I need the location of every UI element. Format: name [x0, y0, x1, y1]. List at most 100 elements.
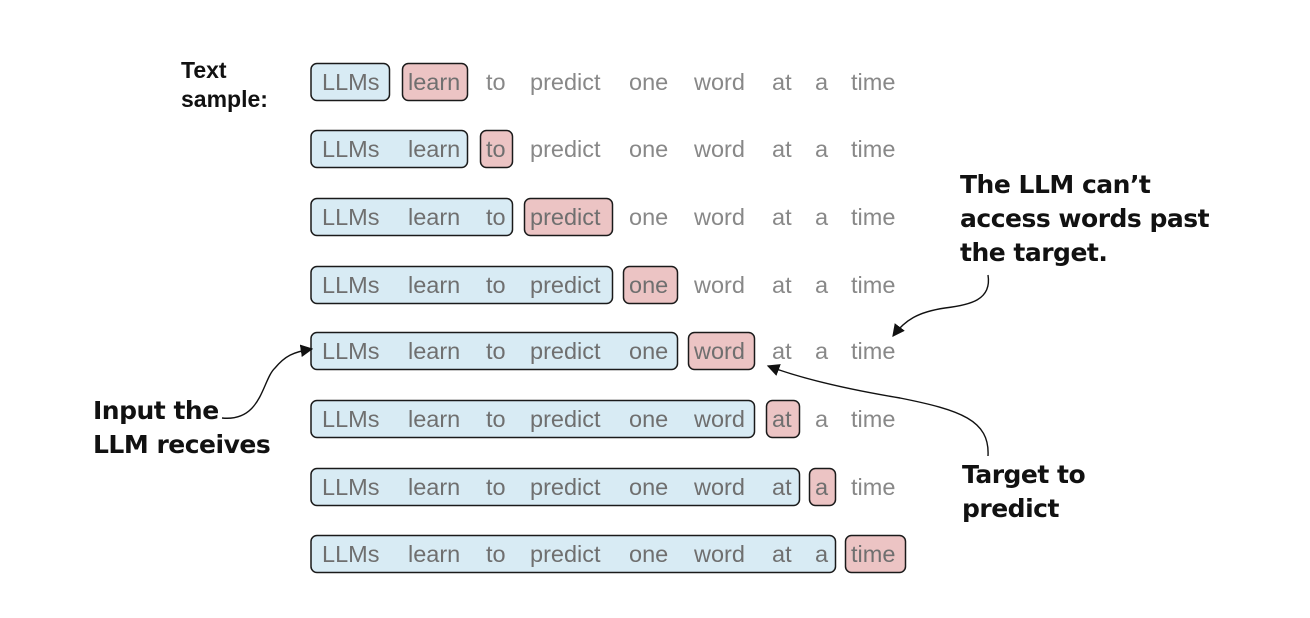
- callout-target: Target to predict: [962, 458, 1086, 526]
- token-word: one: [629, 474, 668, 500]
- token-word: to: [486, 272, 506, 298]
- token-word: time: [851, 136, 895, 162]
- token-word: predict: [530, 474, 601, 500]
- token-word: a: [815, 338, 829, 364]
- token-word: to: [486, 136, 506, 162]
- token-word: predict: [530, 272, 601, 298]
- token-word: learn: [408, 69, 460, 95]
- input-box: [310, 265, 614, 305]
- target-box: [687, 331, 756, 371]
- target-box: [401, 62, 469, 102]
- token-word: one: [629, 338, 668, 364]
- token-word: word: [693, 136, 745, 162]
- callout-input-line-1: Input the: [93, 396, 219, 425]
- token-word: learn: [408, 338, 460, 364]
- token-word: at: [772, 204, 792, 230]
- callout-target-line-1: Target to: [962, 460, 1086, 489]
- callout-llm-line-1: The LLM can’t: [960, 170, 1151, 199]
- token-word: word: [693, 272, 745, 298]
- token-word: at: [772, 272, 792, 298]
- token-word: LLMs: [322, 69, 379, 95]
- token-word: learn: [408, 406, 460, 432]
- input-box: [310, 129, 469, 169]
- input-box: [310, 62, 391, 102]
- token-word: word: [693, 406, 745, 432]
- token-word: predict: [530, 406, 601, 432]
- token-word: one: [629, 272, 668, 298]
- token-word: to: [486, 338, 506, 364]
- token-word: to: [486, 474, 506, 500]
- callout-llm-line-3: the target.: [960, 238, 1108, 267]
- token-word: word: [693, 338, 745, 364]
- token-word: LLMs: [322, 474, 379, 500]
- input-box: [310, 399, 756, 439]
- token-word: at: [772, 474, 792, 500]
- token-word: time: [851, 406, 895, 432]
- input-box: [310, 197, 514, 237]
- token-word: LLMs: [322, 272, 379, 298]
- callout-target-line-2: predict: [962, 494, 1059, 523]
- token-word: time: [851, 272, 895, 298]
- token-word: word: [693, 204, 745, 230]
- token-word: at: [772, 338, 792, 364]
- llm-cant-arrow: [892, 274, 990, 338]
- target-box: [808, 467, 837, 507]
- token-word: word: [693, 474, 745, 500]
- input-arrow: [221, 344, 314, 419]
- token-word: LLMs: [322, 541, 379, 567]
- target-arrow: [766, 364, 989, 457]
- token-word: a: [815, 474, 829, 500]
- token-word: to: [486, 69, 506, 95]
- callout-llm-cant-access: The LLM can’t access words past the targ…: [960, 168, 1210, 270]
- token-word: time: [851, 204, 895, 230]
- token-word: one: [629, 406, 668, 432]
- token-word: a: [815, 204, 829, 230]
- token-word: learn: [408, 272, 460, 298]
- token-word: a: [815, 541, 829, 567]
- token-word: predict: [530, 136, 601, 162]
- token-word: word: [693, 69, 745, 95]
- token-word: a: [815, 136, 829, 162]
- input-box: [310, 467, 801, 507]
- token-word: learn: [408, 204, 460, 230]
- token-word: time: [851, 338, 895, 364]
- token-word: one: [629, 136, 668, 162]
- callout-input: Input the LLM receives: [93, 394, 271, 462]
- token-word: one: [629, 204, 668, 230]
- token-word: learn: [408, 541, 460, 567]
- token-word: LLMs: [322, 338, 379, 364]
- token-word: at: [772, 136, 792, 162]
- input-box: [310, 534, 837, 574]
- token-word: learn: [408, 136, 460, 162]
- target-box: [844, 534, 907, 574]
- token-word: time: [851, 541, 895, 567]
- target-box: [523, 197, 614, 237]
- target-box: [479, 129, 514, 169]
- token-word: LLMs: [322, 204, 379, 230]
- token-word: a: [815, 272, 829, 298]
- text-sample-label-line-2: sample:: [181, 86, 268, 112]
- token-word: word: [693, 541, 745, 567]
- token-word: learn: [408, 474, 460, 500]
- token-word: one: [629, 69, 668, 95]
- token-word: to: [486, 541, 506, 567]
- token-word: at: [772, 69, 792, 95]
- token-word: predict: [530, 204, 601, 230]
- callout-llm-line-2: access words past: [960, 204, 1210, 233]
- token-word: to: [486, 204, 506, 230]
- token-word: a: [815, 69, 829, 95]
- text-sample-label: Text sample:: [181, 56, 268, 114]
- callout-input-line-2: LLM receives: [93, 430, 271, 459]
- token-word: a: [815, 406, 829, 432]
